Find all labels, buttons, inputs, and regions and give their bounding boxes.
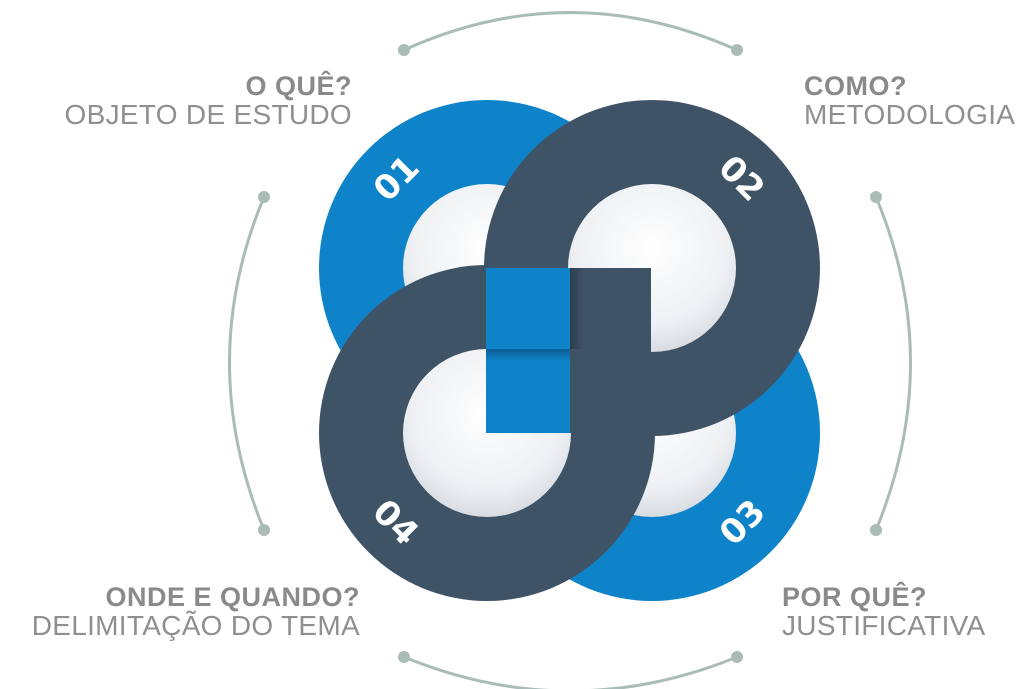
weave-shadow-horizontal	[486, 349, 570, 361]
center-weave	[486, 268, 651, 433]
subject-objeto-de-estudo: OBJETO DE ESTUDO	[64, 99, 352, 131]
weave-shadow-vertical	[570, 268, 584, 349]
connector-dot	[398, 651, 410, 663]
connector-arc-left	[228, 195, 266, 532]
subject-delimitacao-do-tema: DELIMITAÇÃO DO TEMA	[31, 610, 360, 642]
subject-justificativa: JUSTIFICATIVA	[782, 610, 986, 642]
question-o-que: O QUÊ?	[245, 71, 352, 101]
question-como: COMO?	[804, 71, 907, 101]
connector-arcs	[228, 11, 912, 689]
connector-dot	[870, 524, 882, 536]
question-onde-e-quando: ONDE E QUANDO?	[105, 582, 360, 612]
connector-dots	[258, 44, 882, 663]
subject-metodologia: METODOLOGIA	[804, 99, 1016, 131]
weave-horizontal-over	[570, 349, 651, 433]
connector-dot	[258, 191, 270, 203]
connector-dot	[731, 651, 743, 663]
label-por-que: POR QUÊ? JUSTIFICATIVA	[782, 583, 986, 641]
question-por-que: POR QUÊ?	[782, 582, 928, 612]
label-onde-e-quando: ONDE E QUANDO? DELIMITAÇÃO DO TEMA	[32, 583, 360, 641]
connector-dot	[398, 44, 410, 56]
connector-arc-top	[402, 11, 739, 52]
label-como: COMO? METODOLOGIA	[804, 72, 1015, 130]
connector-arc-right	[874, 195, 912, 532]
label-o-que: O QUÊ? OBJETO DE ESTUDO	[65, 72, 352, 130]
connector-dot	[258, 524, 270, 536]
connector-dot	[870, 191, 882, 203]
connector-arc-bottom	[402, 655, 739, 689]
connector-dot	[731, 44, 743, 56]
